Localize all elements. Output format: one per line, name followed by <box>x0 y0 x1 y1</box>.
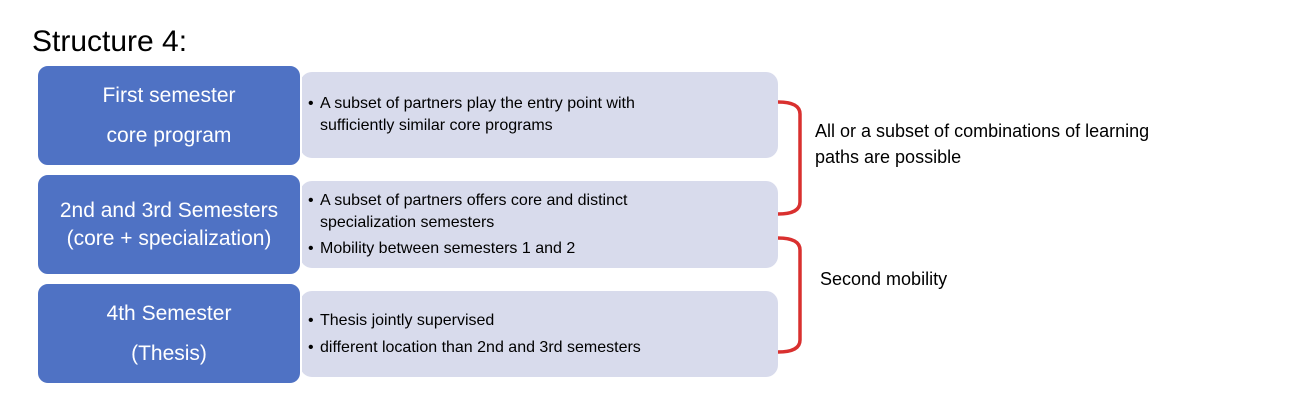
bullet-dot-icon: • <box>308 239 314 257</box>
bullet-text-line: specialization semesters <box>320 213 495 231</box>
semester-label-box: First semester core program <box>36 64 302 167</box>
semester-label-line: 2nd and 3rd Semesters <box>59 198 279 222</box>
page-title: Structure 4: <box>32 25 188 58</box>
annotation-line: All or a subset of combinations of learn… <box>815 121 1150 141</box>
bullet-item: • A subset of partners play the entry po… <box>308 93 778 137</box>
bullet-item: • Thesis jointly supervised <box>308 310 778 332</box>
semester-label-line: (core + specialization) <box>66 226 272 250</box>
bullet-item: • different location than 2nd and 3rd se… <box>308 337 778 359</box>
annotation-line: paths are possible <box>815 147 962 167</box>
bullet-text-line: sufficiently similar core programs <box>320 117 553 134</box>
annotation-line: Second mobility <box>820 269 948 289</box>
bullet-text-line: Thesis jointly supervised <box>320 311 495 329</box>
bullet-dot-icon: • <box>308 95 314 112</box>
bullet-dot-icon: • <box>308 311 314 329</box>
bullet-item: • Mobility between semesters 1 and 2 <box>308 238 778 260</box>
semester-description-box: • A subset of partners offers core and d… <box>300 181 778 268</box>
bracket-combinations-icon <box>776 100 802 216</box>
semester-label-line: First semester <box>102 83 236 107</box>
bullet-item: • A subset of partners offers core and d… <box>308 190 778 234</box>
annotation-combinations: All or a subset of combinations of learn… <box>815 118 1149 170</box>
semester-label-line: (Thesis) <box>131 341 207 365</box>
bullet-text-line: different location than 2nd and 3rd seme… <box>320 338 641 356</box>
brackets <box>776 100 802 354</box>
semester-label-line: 4th Semester <box>106 301 232 325</box>
semester-label-box: 4th Semester (Thesis) <box>36 282 302 385</box>
semester-label-box: 2nd and 3rd Semesters (core + specializa… <box>36 173 302 276</box>
bullet-dot-icon: • <box>308 191 314 209</box>
bullet-dot-icon: • <box>308 338 314 356</box>
bullet-text-line: Mobility between semesters 1 and 2 <box>320 239 576 257</box>
semester-label-line: core program <box>106 123 232 147</box>
bullet-text-line: A subset of partners play the entry poin… <box>320 95 635 112</box>
semester-description-box: • A subset of partners play the entry po… <box>300 72 778 158</box>
annotation-second-mobility: Second mobility <box>820 266 947 292</box>
semester-description-box: • Thesis jointly supervised • different … <box>300 291 778 377</box>
bullet-text-line: A subset of partners offers core and dis… <box>320 191 628 209</box>
bracket-second-mobility-icon <box>776 236 802 354</box>
